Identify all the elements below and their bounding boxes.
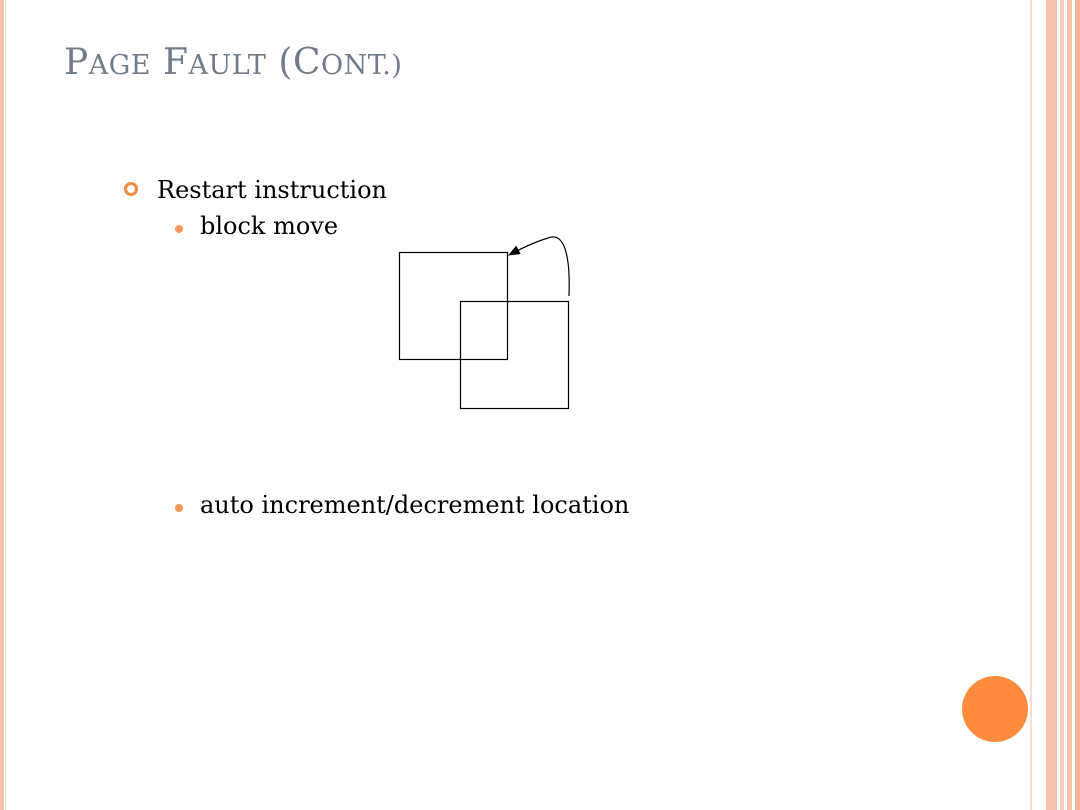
right-decorative-stripes (1030, 0, 1080, 810)
orange-circle (962, 676, 1028, 742)
bullet-label: Restart instruction (157, 176, 387, 204)
block-move-diagram (398, 236, 570, 410)
destination-block (459, 300, 570, 410)
sub-bullet-auto-increment: auto increment/decrement location (200, 491, 630, 519)
ring-bullet-icon (124, 182, 138, 196)
dot-bullet-icon (175, 225, 183, 233)
left-decorative-bar (0, 0, 4, 810)
sub-bullet-block-move: block move (200, 212, 339, 240)
source-block (398, 251, 509, 361)
left-decorative-line (5, 0, 6, 810)
move-arrow (507, 236, 570, 297)
slide-title: PAGE FAULT (CONT.) (64, 42, 403, 83)
dot-bullet-icon (175, 504, 183, 512)
